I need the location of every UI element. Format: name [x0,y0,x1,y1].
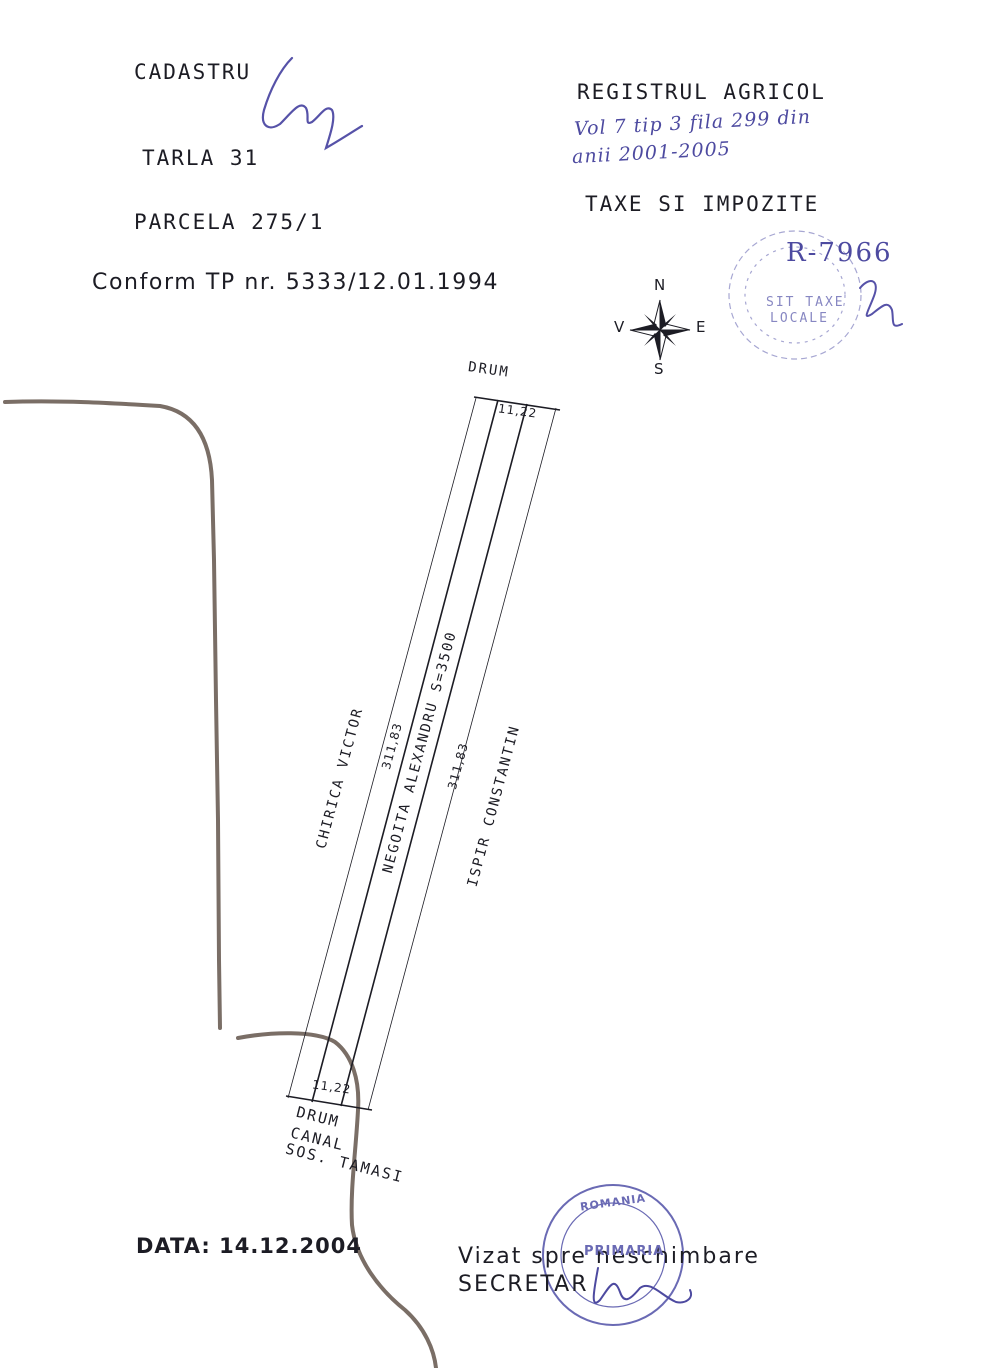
taxes-label: TAXE SI IMPOZITE [585,192,820,216]
signature-registry [859,280,903,327]
parcel-right-edge [340,403,528,1107]
title-deed-reference: Conform TP nr. 5333/12.01.1994 [92,270,500,295]
town-hall-stamp-text-2: PRIMARIA [584,1244,665,1259]
tax-office-stamp [728,230,862,360]
land-boundary-line [3,399,222,1030]
tax-stamp-text-2: LOCALE [770,311,829,326]
compass-west: V [614,318,626,336]
cadastru-label: CADASTRU [134,60,252,84]
parcel-strip [285,396,561,1111]
tarla-label: TARLA 31 [142,146,260,170]
approval-text: Vizat spre neschimbare [458,1244,760,1269]
compass-south: S [654,360,665,378]
town-hall-stamp [542,1184,684,1326]
stamp-registration-number: R-7966 [786,238,893,268]
signature-secretary [592,1267,692,1304]
neighbor-right-boundary [367,407,557,1111]
neighbor-left-boundary [287,397,477,1099]
document-date: DATA: 14.12.2004 [136,1234,362,1258]
compass-rose-icon [629,299,691,361]
tax-stamp-text-1: SIT TAXE [766,295,845,310]
parcel-top-edge [473,396,561,411]
parcel-left-edge [311,399,499,1103]
parcela-label: PARCELA 275/1 [134,210,325,234]
registry-title: REGISTRUL AGRICOL [577,80,826,104]
signature-cadastru [261,56,364,151]
parcel-bottom-edge [285,1095,373,1111]
compass-north: N [654,276,667,294]
secretary-label: SECRETAR [458,1272,589,1297]
canal-curve-line [236,1031,438,1368]
compass-east: E [696,318,707,336]
